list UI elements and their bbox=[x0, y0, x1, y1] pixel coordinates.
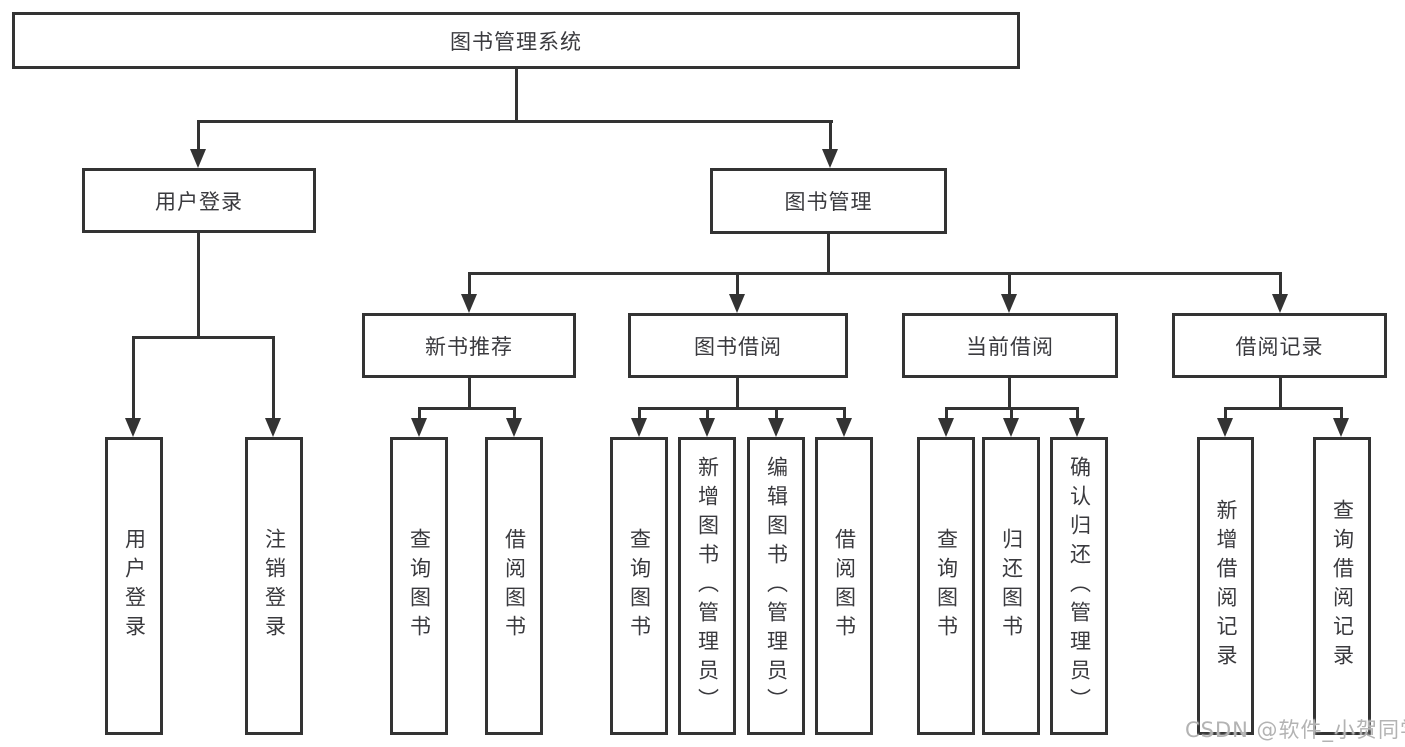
arrow-head-icon bbox=[836, 418, 852, 437]
arrow-head-icon bbox=[1272, 294, 1288, 313]
node-label: 编辑图书（管理员） bbox=[764, 455, 789, 717]
node-label: 新增图书（管理员） bbox=[695, 455, 720, 717]
arrow-shaft bbox=[829, 120, 832, 150]
arrow-head-icon bbox=[1333, 418, 1349, 437]
arrow-shaft bbox=[945, 407, 948, 419]
arrow-head-icon bbox=[1069, 418, 1085, 437]
connector-line bbox=[418, 407, 516, 410]
leaf-user-login: 用户登录 bbox=[105, 437, 163, 735]
arrow-head-icon bbox=[1001, 294, 1017, 313]
node-borrow-records: 借阅记录 bbox=[1172, 313, 1387, 378]
arrow-head-icon bbox=[822, 149, 838, 168]
node-user-login: 用户登录 bbox=[82, 168, 316, 233]
connector-line bbox=[827, 234, 830, 272]
node-label: 图书管理 bbox=[784, 190, 873, 214]
leaf-query-books-current: 查询图书 bbox=[917, 437, 975, 735]
arrow-head-icon bbox=[411, 418, 427, 437]
node-new-book-rec: 新书推荐 bbox=[362, 313, 576, 378]
connector-line bbox=[132, 336, 275, 339]
node-label: 查询图书 bbox=[407, 528, 432, 644]
node-label: 借阅记录 bbox=[1235, 334, 1324, 359]
arrow-head-icon bbox=[461, 294, 477, 313]
node-label: 图书管理系统 bbox=[450, 29, 582, 54]
arrow-shaft bbox=[706, 407, 709, 419]
node-label: 新增借阅记录 bbox=[1214, 499, 1238, 673]
arrow-head-icon bbox=[125, 418, 141, 437]
csdn-watermark: CSDN @软件_小贺同学 bbox=[1185, 718, 1405, 742]
arrow-head-icon bbox=[729, 294, 745, 313]
connector-line bbox=[468, 272, 1282, 275]
arrow-shaft bbox=[843, 407, 846, 419]
node-label: 归还图书 bbox=[999, 528, 1024, 644]
arrow-shaft bbox=[1076, 407, 1079, 419]
leaf-return-books: 归还图书 bbox=[982, 437, 1040, 735]
node-label: 用户登录 bbox=[122, 528, 147, 644]
node-label: 注销登录 bbox=[262, 528, 287, 644]
connector-line bbox=[638, 407, 846, 410]
arrow-shaft bbox=[272, 336, 275, 419]
leaf-query-books-borrow: 查询图书 bbox=[610, 437, 668, 735]
node-label: 借阅图书 bbox=[832, 528, 857, 644]
leaf-edit-books-admin: 编辑图书（管理员） bbox=[747, 437, 805, 735]
arrow-shaft bbox=[638, 407, 641, 419]
connector-line bbox=[515, 68, 518, 120]
node-label: 新书推荐 bbox=[425, 334, 513, 359]
arrow-head-icon bbox=[938, 418, 954, 437]
arrow-shaft bbox=[1279, 272, 1282, 298]
leaf-add-books-admin: 新增图书（管理员） bbox=[678, 437, 736, 735]
node-label: 借阅图书 bbox=[502, 528, 527, 644]
arrow-shaft bbox=[736, 272, 739, 298]
node-label: 确认归还（管理员） bbox=[1067, 455, 1092, 717]
connector-line bbox=[736, 378, 739, 407]
leaf-borrow-books-rec: 借阅图书 bbox=[485, 437, 543, 735]
connector-line bbox=[1224, 407, 1343, 410]
arrow-shaft bbox=[775, 407, 778, 419]
connector-line bbox=[1008, 378, 1011, 407]
arrow-shaft bbox=[418, 407, 421, 419]
node-current-borrow: 当前借阅 bbox=[902, 313, 1118, 378]
arrow-shaft bbox=[197, 120, 200, 150]
leaf-query-borrow-record: 查询借阅记录 bbox=[1313, 437, 1371, 735]
node-root: 图书管理系统 bbox=[12, 12, 1020, 69]
leaf-query-books-rec: 查询图书 bbox=[390, 437, 448, 735]
node-label: 查询图书 bbox=[627, 528, 652, 644]
arrow-head-icon bbox=[506, 418, 522, 437]
node-label: 用户登录 bbox=[155, 189, 243, 214]
arrow-shaft bbox=[1010, 407, 1013, 419]
node-label: 当前借阅 bbox=[966, 334, 1054, 359]
node-label: 图书借阅 bbox=[694, 334, 782, 359]
leaf-logout: 注销登录 bbox=[245, 437, 303, 735]
arrow-head-icon bbox=[265, 418, 281, 437]
arrow-shaft bbox=[132, 336, 135, 419]
node-book-borrow: 图书借阅 bbox=[628, 313, 848, 378]
leaf-borrow-books-borrow: 借阅图书 bbox=[815, 437, 873, 735]
arrow-head-icon bbox=[1003, 418, 1019, 437]
arrow-head-icon bbox=[631, 418, 647, 437]
arrow-head-icon bbox=[768, 418, 784, 437]
arrow-shaft bbox=[1224, 407, 1227, 419]
arrow-head-icon bbox=[1217, 418, 1233, 437]
connector-line bbox=[197, 120, 833, 123]
connector-line bbox=[468, 378, 471, 407]
arrow-shaft bbox=[1008, 272, 1011, 298]
arrow-head-icon bbox=[699, 418, 715, 437]
leaf-add-borrow-record: 新增借阅记录 bbox=[1197, 437, 1254, 735]
node-label: 查询图书 bbox=[934, 528, 959, 644]
arrow-shaft bbox=[513, 407, 516, 419]
leaf-confirm-return-admin: 确认归还（管理员） bbox=[1050, 437, 1108, 735]
arrow-shaft bbox=[1340, 407, 1343, 419]
node-label: 查询借阅记录 bbox=[1330, 499, 1355, 673]
arrow-shaft bbox=[468, 272, 471, 298]
arrow-head-icon bbox=[190, 149, 206, 168]
connector-line bbox=[1279, 378, 1282, 407]
node-book-mgmt: 图书管理 bbox=[710, 168, 947, 234]
connector-line bbox=[197, 233, 200, 336]
